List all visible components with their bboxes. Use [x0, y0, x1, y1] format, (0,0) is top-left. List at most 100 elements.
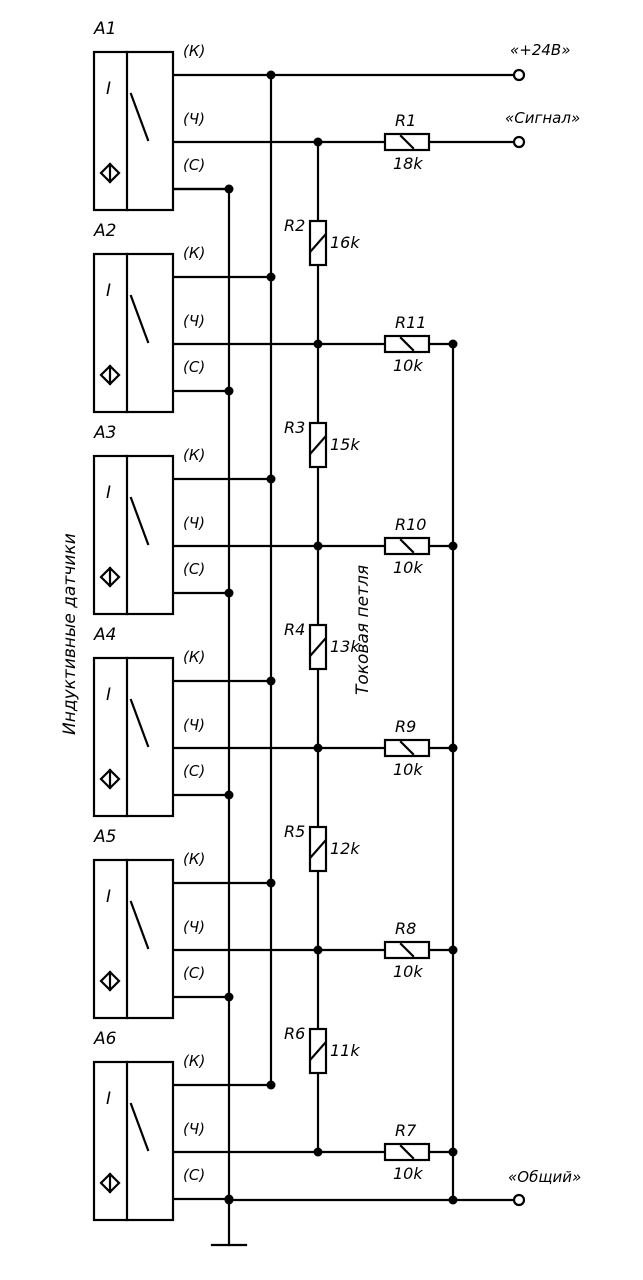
- signal-terminal-label: «Сигнал»: [505, 109, 580, 127]
- resistor-mark: [309, 839, 327, 859]
- sensor-symbol: I: [106, 281, 111, 301]
- resistor-ref: R9: [395, 717, 416, 736]
- junction-dot: [266, 878, 276, 888]
- pin-ch-label: (Ч): [183, 312, 205, 330]
- resistor-r1: R1 18k: [383, 111, 431, 173]
- sensor-body: [92, 858, 175, 1020]
- switch-contact: [129, 294, 150, 344]
- pin-ch-label: (Ч): [183, 110, 205, 128]
- resistor-ref: R6: [284, 1024, 305, 1043]
- junction-dot: [448, 339, 458, 349]
- resistor-mark: [309, 1041, 327, 1061]
- resistor-ref: R2: [284, 216, 305, 235]
- pin-k-label: (К): [183, 42, 205, 60]
- resistor-r10: R10 10k: [383, 515, 431, 577]
- pin-ch-label: (Ч): [183, 514, 205, 532]
- junction-dot: [448, 1147, 458, 1157]
- junction-dot: [313, 541, 323, 551]
- pin-k-label: (К): [183, 1052, 205, 1070]
- pin-k-label: (К): [183, 446, 205, 464]
- sensor-symbol: I: [106, 79, 111, 99]
- sensor-body: [92, 50, 175, 212]
- resistor-ref: R10: [395, 515, 426, 534]
- pin-s-label: (С): [183, 560, 205, 578]
- pin-s-label: (С): [183, 358, 205, 376]
- junction-dot: [313, 339, 323, 349]
- pin-s-label: (С): [183, 964, 205, 982]
- junction-dot: [224, 588, 234, 598]
- resistor-ref: R11: [395, 313, 426, 332]
- power-terminal-label: «+24В»: [510, 41, 570, 59]
- resistor-value: 18k: [393, 154, 423, 173]
- pin-s-label: (С): [183, 156, 205, 174]
- resistor-ref: R1: [395, 111, 416, 130]
- sensor-a4: IA4(К)(Ч)(С): [92, 625, 205, 818]
- resistor-value: 11k: [330, 1041, 360, 1060]
- junction-dot: [266, 474, 276, 484]
- resistor-mark: [399, 134, 415, 150]
- power-terminal: [512, 68, 526, 82]
- sensor-symbol: I: [106, 887, 111, 907]
- resistor-mark: [399, 1144, 415, 1160]
- resistor-value: 10k: [393, 356, 423, 375]
- pin-s-label: (С): [183, 1166, 205, 1184]
- resistor-r2: R2 16k: [284, 216, 360, 267]
- sensor-a5: IA5(К)(Ч)(С): [92, 827, 205, 1020]
- resistor-r7: R7 10k: [383, 1121, 431, 1183]
- resistor-value: 12k: [330, 839, 360, 858]
- pin-k-label: (К): [183, 648, 205, 666]
- resistor-ref: R3: [284, 418, 305, 437]
- resistor-r11: R11 10k: [383, 313, 431, 375]
- resistor-value: 16k: [330, 233, 360, 252]
- sensor-a2: I A2 (К) (Ч) (С): [92, 221, 205, 414]
- sensor-id: A2: [93, 221, 116, 241]
- junction-dot: [266, 676, 276, 686]
- pin-ch-label: (Ч): [183, 1120, 205, 1138]
- pin-s-label: (С): [183, 762, 205, 780]
- sensor-id: A6: [93, 1029, 117, 1049]
- resistor-r6: R6 11k: [284, 1024, 360, 1075]
- junction-dot: [266, 70, 276, 80]
- switch-contact: [129, 698, 150, 748]
- components: IA1(К)(Ч)(С)IA2(К)(Ч)(С)IA3(К)(Ч)(С)IA4(…: [92, 19, 458, 1222]
- junction-dot: [224, 386, 234, 396]
- sensor-symbol: I: [106, 483, 111, 503]
- resistor-r8: R8 10k: [383, 919, 431, 981]
- junction-dot: [448, 743, 458, 753]
- junction-dot: [266, 272, 276, 282]
- resistor-value: 10k: [393, 558, 423, 577]
- sensor-symbol: I: [106, 685, 111, 705]
- resistor-value: 10k: [393, 962, 423, 981]
- switch-contact: [129, 92, 150, 142]
- resistor-value: 15k: [330, 435, 360, 454]
- signal-terminal: [512, 135, 526, 149]
- resistor-mark: [399, 942, 415, 958]
- resistor-mark: [309, 637, 327, 657]
- resistor-mark: [399, 336, 415, 352]
- resistor-mark: [399, 740, 415, 756]
- switch-contact: [129, 496, 150, 546]
- resistor-mark: [399, 538, 415, 554]
- sensor-body: [92, 1060, 175, 1222]
- junction-dot: [448, 1195, 458, 1205]
- resistor-mark: [309, 435, 327, 455]
- junction-dot: [224, 790, 234, 800]
- common-terminal: [512, 1193, 526, 1207]
- junction-dot: [224, 992, 234, 1002]
- resistor-ref: R7: [395, 1121, 417, 1140]
- pin-k-label: (К): [183, 850, 205, 868]
- sensor-body: [92, 656, 175, 818]
- resistor-ref: R8: [395, 919, 416, 938]
- pin-k-label: (К): [183, 244, 205, 262]
- switch-contact: [129, 1102, 150, 1152]
- resistor-value: 13k: [330, 637, 360, 656]
- resistor-value: 10k: [393, 1164, 423, 1183]
- sensor-id: A1: [93, 19, 116, 39]
- pin-ch-label: (Ч): [183, 918, 205, 936]
- junction-dot: [266, 1080, 276, 1090]
- pin-ch-label: (Ч): [183, 716, 205, 734]
